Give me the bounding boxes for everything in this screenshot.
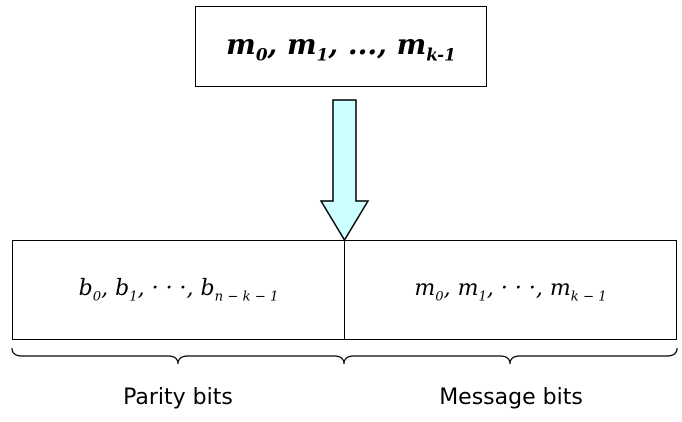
message-sequence: m0, m1, ..., mk-1 [226,28,456,65]
parity-brace [11,347,345,365]
parity-sequence: b0, b1, · · ·, bn − k − 1 [78,275,279,305]
parity-bits-label: Parity bits [123,385,233,410]
message-bits-cell: m0, m1, · · ·, mk − 1 [344,241,676,339]
message-input-box: m0, m1, ..., mk-1 [195,6,487,87]
message-bits-label: Message bits [439,385,583,410]
message-bits-sequence: m0, m1, · · ·, mk − 1 [414,275,607,305]
parity-bits-cell: b0, b1, · · ·, bn − k − 1 [13,241,344,339]
down-arrow [319,99,370,242]
message-brace [343,347,678,365]
codeword-box: b0, b1, · · ·, bn − k − 1 m0, m1, · · ·,… [12,240,677,340]
